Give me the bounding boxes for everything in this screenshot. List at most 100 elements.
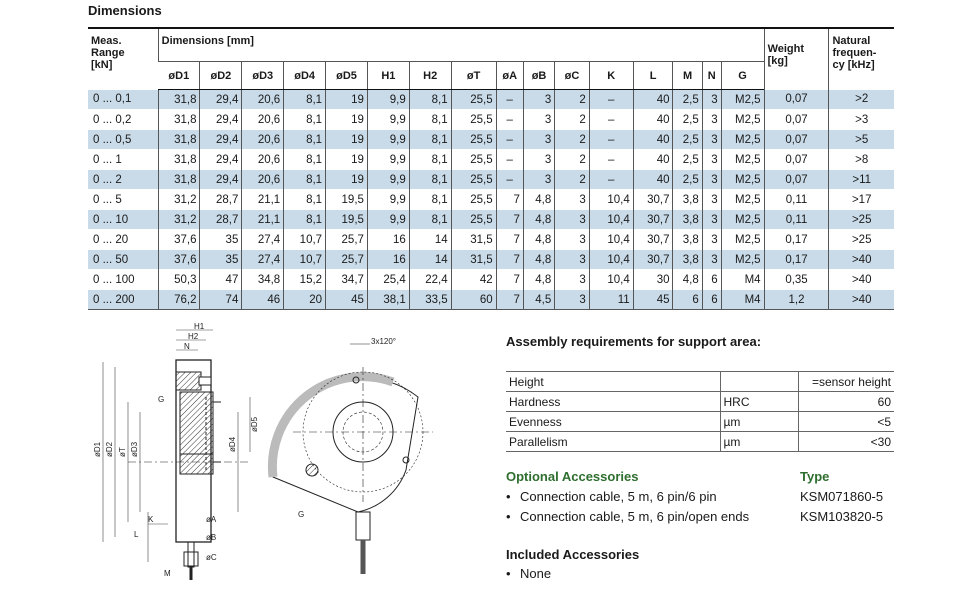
table-cell: 3 bbox=[554, 229, 590, 250]
table-cell: 3 bbox=[554, 209, 590, 230]
table-cell: 2 bbox=[554, 109, 590, 130]
table-cell: 40 bbox=[632, 89, 673, 110]
column-header: øB bbox=[522, 61, 555, 90]
requirement-cell: 60 bbox=[798, 391, 894, 412]
table-cell: >8 bbox=[828, 149, 894, 170]
table-cell: 28,7 bbox=[199, 209, 242, 230]
table-cell: 0,07 bbox=[763, 169, 829, 190]
table-cell: 0 ... 200 bbox=[93, 293, 135, 306]
table-cell: 8,1 bbox=[283, 209, 326, 230]
optional-accessories-title: Optional Accessories bbox=[506, 469, 639, 484]
table-cell: 3,8 bbox=[672, 249, 703, 270]
table-cell: 29,4 bbox=[199, 109, 242, 130]
table-cell: 19,5 bbox=[325, 189, 368, 210]
dimension-lines bbox=[102, 329, 251, 562]
table-cell: 0 ... 0,5 bbox=[93, 133, 132, 146]
table-cell: 0 ... 10 bbox=[93, 213, 129, 226]
table-cell: 8,1 bbox=[283, 109, 326, 130]
accessory-type: KSM103820-5 bbox=[800, 509, 884, 524]
table-cell: 60 bbox=[450, 289, 497, 310]
table-cell: 76,2 bbox=[157, 289, 200, 310]
table-cell: M2,5 bbox=[720, 149, 765, 170]
table-cell: 7 bbox=[495, 189, 524, 210]
column-header: øD2 bbox=[199, 61, 242, 90]
label-angle: 3x120° bbox=[371, 337, 396, 346]
table-cell: 45 bbox=[632, 289, 673, 310]
table-cell: 3,8 bbox=[672, 209, 703, 230]
table-cell: 8,1 bbox=[408, 149, 452, 170]
table-cell: 30,7 bbox=[632, 189, 673, 210]
label-d5: øD5 bbox=[250, 416, 259, 432]
table-cell: 8,1 bbox=[283, 169, 326, 190]
table-cell: 37,6 bbox=[157, 249, 200, 270]
label-d1: øD1 bbox=[93, 441, 102, 457]
table-cell: 25,7 bbox=[325, 229, 368, 250]
table-cell: 7 bbox=[495, 289, 524, 310]
requirement-cell bbox=[719, 371, 799, 392]
table-cell: 31,8 bbox=[157, 89, 200, 110]
requirement-cell: Height bbox=[506, 371, 720, 392]
table-cell: M2,5 bbox=[720, 189, 765, 210]
table-cell: 9,9 bbox=[366, 209, 410, 230]
table-cell: 0 ... 0,2 bbox=[93, 113, 132, 126]
column-header: øD1 bbox=[158, 61, 200, 90]
table-cell: 2,5 bbox=[672, 129, 703, 150]
requirement-row: Height =sensor height bbox=[506, 371, 894, 392]
table-cell: 25,7 bbox=[325, 249, 368, 270]
table-cell: >25 bbox=[828, 209, 894, 230]
label-k: K bbox=[148, 515, 154, 524]
table-cell: 9,9 bbox=[366, 149, 410, 170]
table-cell: 3 bbox=[554, 249, 590, 270]
table-cell: 14 bbox=[408, 229, 452, 250]
label-h2: H2 bbox=[188, 332, 199, 341]
table-cell: 27,4 bbox=[241, 229, 284, 250]
table-cell: 0 ... 5 bbox=[93, 193, 122, 206]
table-cell: 6 bbox=[672, 289, 703, 310]
table-cell: 4,5 bbox=[522, 289, 555, 310]
table-cell: M2,5 bbox=[720, 249, 765, 270]
table-cell: 2 bbox=[554, 89, 590, 110]
table-cell: 25,5 bbox=[450, 129, 497, 150]
table-cell: 4,8 bbox=[522, 189, 555, 210]
column-header: H2 bbox=[408, 61, 452, 90]
table-cell: 3 bbox=[701, 109, 722, 130]
table-cell: 7 bbox=[495, 209, 524, 230]
table-cell: 10,4 bbox=[588, 209, 634, 230]
table-cell: – bbox=[588, 169, 634, 190]
table-cell: >3 bbox=[828, 109, 894, 130]
table-cell: 25,5 bbox=[450, 189, 497, 210]
table-cell: 0,07 bbox=[763, 89, 829, 110]
table-cell: 2,5 bbox=[672, 169, 703, 190]
table-cell: 0,17 bbox=[763, 249, 829, 270]
top-view bbox=[267, 343, 433, 574]
table-cell: 0 ... 20 bbox=[93, 233, 129, 246]
table-cell: 3,8 bbox=[672, 229, 703, 250]
accessory-label: Connection cable, 5 m, 6 pin/open ends bbox=[520, 509, 750, 524]
table-cell: 3 bbox=[522, 129, 555, 150]
label-d2: øD2 bbox=[105, 441, 114, 457]
table-cell: 22,4 bbox=[408, 269, 452, 290]
table-cell: 3 bbox=[554, 269, 590, 290]
optional-accessory-item: •Connection cable, 5 m, 6 pin/6 pin bbox=[506, 489, 717, 504]
table-cell: 8,1 bbox=[408, 189, 452, 210]
table-cell: 4,8 bbox=[522, 229, 555, 250]
table-cell: 35 bbox=[199, 229, 242, 250]
table-cell: M2,5 bbox=[720, 89, 765, 110]
table-cell: 8,1 bbox=[283, 149, 326, 170]
included-item: •None bbox=[506, 566, 552, 581]
table-cell: 31,2 bbox=[157, 209, 200, 230]
table-cell: M2,5 bbox=[720, 169, 765, 190]
requirement-cell: =sensor height bbox=[798, 371, 894, 392]
table-cell: >11 bbox=[828, 169, 894, 190]
table-cell: – bbox=[495, 149, 524, 170]
table-cell: >25 bbox=[828, 229, 894, 250]
weight-header: Weight [kg] bbox=[763, 28, 829, 90]
bullet: • bbox=[506, 509, 511, 524]
accessory-type: KSM071860-5 bbox=[800, 489, 884, 504]
table-cell: 9,9 bbox=[366, 109, 410, 130]
requirement-cell: µm bbox=[719, 431, 799, 452]
table-cell: 9,9 bbox=[366, 169, 410, 190]
table-cell: 9,9 bbox=[366, 129, 410, 150]
